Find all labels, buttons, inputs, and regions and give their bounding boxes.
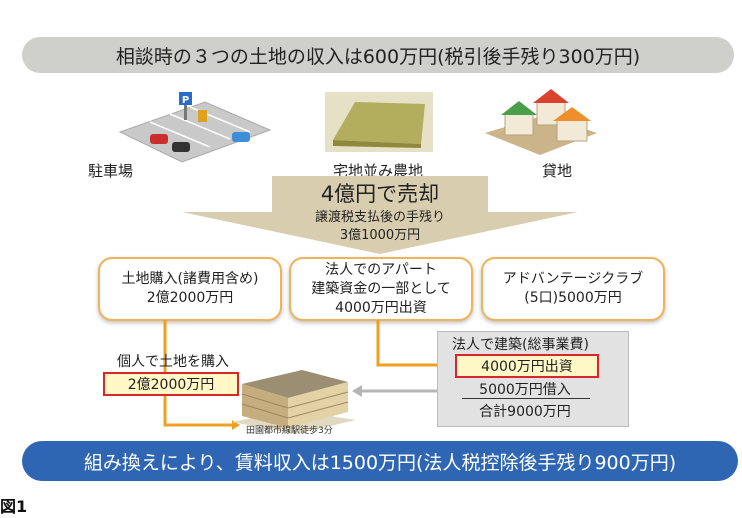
- figure-label: 図1: [0, 497, 28, 516]
- farmland-illustration: [325, 92, 433, 152]
- individual-purchase-amount: 2億2000万円: [127, 377, 215, 393]
- result-footer-bar: 組み換えにより、賃料収入は1500万円(法人税控除後手残り900万円): [22, 441, 738, 481]
- construction-cost-panel: [437, 331, 629, 427]
- land-purchase-box: 土地購入(諸費用含め) 2億2000万円: [98, 257, 282, 321]
- corporate-investment-line1: 法人でのアパート: [325, 261, 437, 278]
- apartment-building-illustration: [232, 370, 356, 434]
- corporate-investment-line2: 建築資金の一部として: [311, 280, 451, 297]
- construction-loan-amount: 5000万円借入: [479, 382, 571, 398]
- construction-arrowhead: [352, 385, 362, 397]
- farmland-label: 宅地並み農地: [333, 162, 424, 180]
- summary-header-text: 相談時の３つの土地の収入は600万円(税引後手残り300万円): [115, 45, 641, 68]
- individual-purchase-label: 個人で土地を購入: [117, 354, 229, 370]
- result-footer-text: 組み換えにより、賃料収入は1500万円(法人税控除後手残り900万円): [83, 451, 677, 474]
- building-caption: 田園都市線駅徒歩3分: [246, 426, 333, 436]
- land-purchase-arrowhead: [232, 420, 240, 430]
- investment-connector: [376, 320, 452, 367]
- advantage-club-label: アドバンテージクラブ: [502, 271, 644, 287]
- parking-lot-illustration: P: [118, 92, 272, 163]
- construction-invest-amount: 4000万円出資: [481, 359, 573, 375]
- summary-header-bar: 相談時の３つの土地の収入は600万円(税引後手残り300万円): [22, 37, 734, 73]
- parking-sign-text: P: [182, 95, 189, 106]
- individual-purchase-amount-box: 2億2000万円: [103, 372, 239, 396]
- houses-illustration: [485, 89, 597, 155]
- construction-title: 法人で建築(総事業費): [452, 337, 589, 353]
- advantage-club-amount: (5口)5000万円: [524, 290, 622, 306]
- sale-net-amount: 3億1000万円: [339, 228, 421, 243]
- corporate-investment-amount: 4000万円出資: [335, 299, 427, 316]
- land-purchase-label: 土地購入(諸費用含め): [121, 271, 259, 287]
- parking-lot-label: 駐車場: [88, 162, 134, 180]
- construction-invest-box: 4000万円出資: [455, 354, 599, 378]
- sale-arrow-shape: [182, 176, 578, 254]
- sale-net-label: 譲渡税支払後の手残り: [314, 210, 445, 225]
- houses-label: 貸地: [542, 162, 573, 180]
- construction-sum-divider: [462, 398, 590, 399]
- land-purchase-amount: 2億2000万円: [146, 290, 234, 306]
- land-purchase-connector: [163, 320, 232, 427]
- construction-total-amount: 合計9000万円: [479, 404, 571, 420]
- sale-title: 4億円で売却: [320, 182, 440, 206]
- corporate-investment-box: 法人でのアパート 建築資金の一部として 4000万円出資: [289, 257, 473, 321]
- advantage-club-box: アドバンテージクラブ (5口)5000万円: [481, 257, 665, 321]
